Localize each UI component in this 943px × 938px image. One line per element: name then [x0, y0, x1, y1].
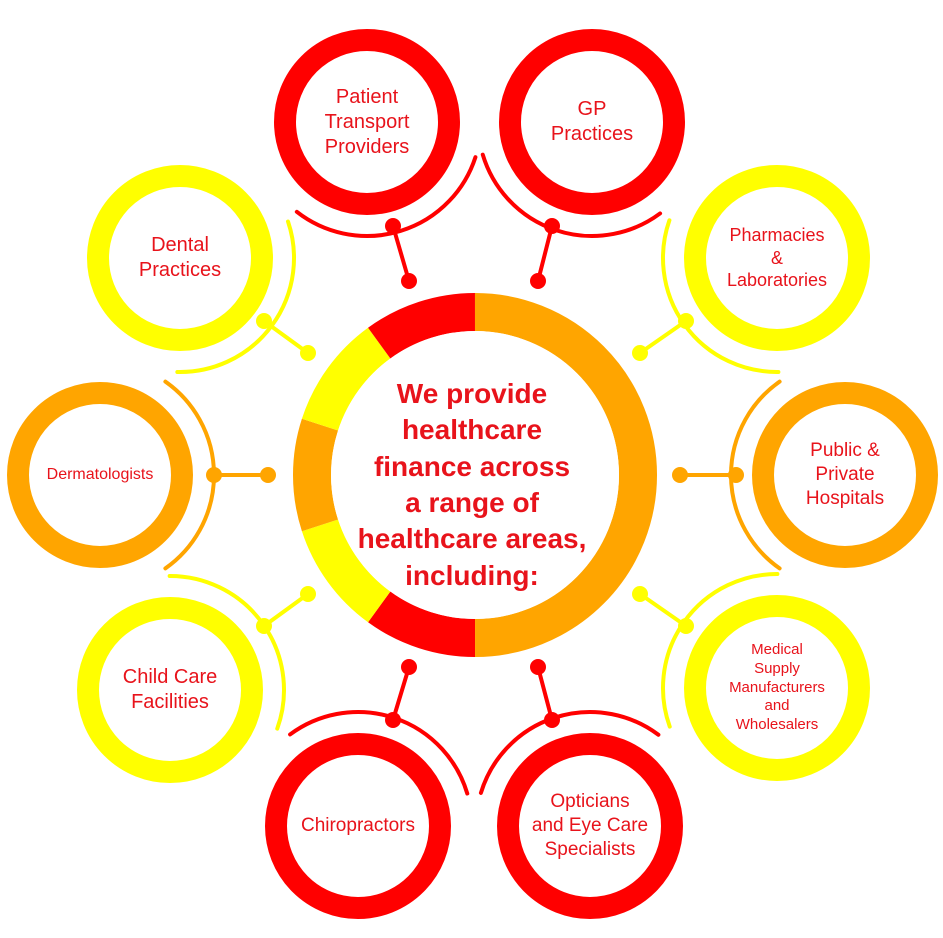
node-label-dental: Dental Practices: [138, 234, 222, 281]
node-circle: [265, 733, 451, 919]
node-patient-transport: [274, 29, 478, 289]
node-medical-supply: [632, 572, 870, 781]
connector-line: [536, 665, 554, 722]
connector-knob-icon: [728, 467, 744, 483]
ring-segment-red: [368, 293, 476, 359]
node-pharmacies: [632, 165, 870, 374]
node-circle: [87, 165, 273, 351]
node-label-hospitals: Public & Private Hospitals: [805, 440, 885, 509]
connector-dot-icon: [672, 467, 688, 483]
node-hospitals: [672, 379, 938, 571]
connector-knob-icon: [256, 618, 272, 634]
node-circle: [77, 597, 263, 783]
center-text: We provide healthcare finance across a r…: [357, 377, 587, 591]
connector-knob-icon: [678, 313, 694, 329]
node-circle: [752, 382, 938, 568]
node-label-medical-supply: Medical Supply Manufacturers and Wholesa…: [729, 641, 825, 734]
node-circle: [274, 29, 460, 215]
connector-dot-icon: [300, 586, 316, 602]
node-label-opticians: Opticians and Eye Care Specialists: [531, 791, 649, 860]
node-opticians: [478, 659, 683, 919]
node-label-pharmacies: Pharmacies & Laboratories: [726, 225, 828, 291]
connector-knob-icon: [678, 618, 694, 634]
node-circles: [7, 29, 938, 919]
connector-knob-icon: [256, 313, 272, 329]
node-child-care: [77, 574, 316, 783]
node-label-dermatologists: Dermatologists: [46, 466, 154, 483]
connector-knob-icon: [385, 218, 401, 234]
connector-line: [391, 224, 411, 283]
connector-line: [638, 592, 688, 628]
node-circle: [684, 595, 870, 781]
connector-dot-icon: [401, 273, 417, 289]
node-circle: [7, 382, 193, 568]
node-label-patient-transport: Patient Transport Providers: [324, 85, 410, 158]
connector-dot-icon: [632, 345, 648, 361]
node-circle: [497, 733, 683, 919]
connector-dot-icon: [260, 467, 276, 483]
ring-segment-yellow: [301, 327, 391, 431]
central-ring: [293, 293, 657, 657]
node-gp-practices: [480, 29, 685, 289]
center-disc: [331, 331, 619, 619]
node-chiropractors: [265, 659, 470, 919]
connector-dot-icon: [300, 345, 316, 361]
ring-segment-orange: [293, 418, 339, 532]
connector-line: [536, 224, 554, 283]
connector-line: [262, 319, 310, 355]
node-label-chiropractors: Chiropractors: [300, 815, 416, 837]
ring-segment-red: [368, 591, 476, 657]
node-label-child-care: Child Care Facilities: [122, 666, 218, 713]
connector-knob-icon: [206, 467, 222, 483]
ring-segment-orange: [474, 293, 657, 657]
connector-line: [638, 319, 688, 355]
connector-knob-icon: [385, 712, 401, 728]
connector-line: [262, 592, 310, 628]
ring-segment-yellow: [301, 519, 391, 623]
connector-dot-icon: [401, 659, 417, 675]
node-circle: [499, 29, 685, 215]
connector-line: [391, 665, 411, 722]
node-label-gp-practices: GP Practices: [550, 98, 634, 145]
connector-knob-icon: [544, 712, 560, 728]
connector-knob-icon: [544, 218, 560, 234]
node-circle: [684, 165, 870, 351]
node-dermatologists: [7, 379, 276, 571]
connector-dot-icon: [530, 273, 546, 289]
node-dental: [87, 165, 316, 374]
connector-dot-icon: [530, 659, 546, 675]
node-arc: [294, 155, 478, 238]
connector-dot-icon: [632, 586, 648, 602]
